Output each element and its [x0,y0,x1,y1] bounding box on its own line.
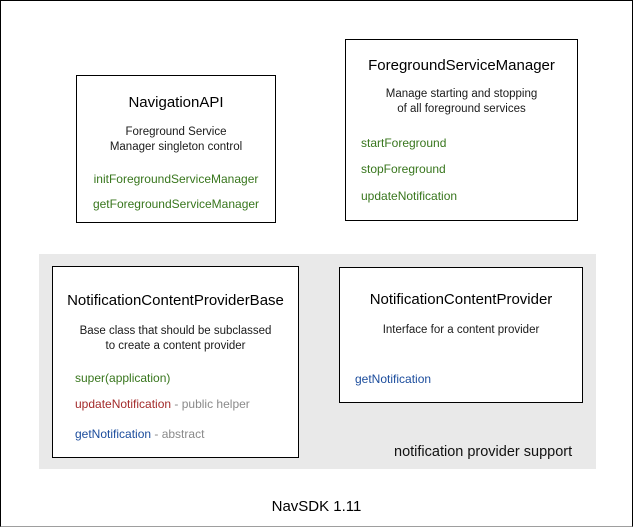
panel-label: notification provider support [394,444,573,460]
method-super-application: super(application) [75,371,170,385]
method-super-application-text: super(application) [75,371,171,385]
navigation-api-description-line1: Foreground Service [125,126,227,138]
navigation-api-title: NavigationAPI [128,94,224,111]
method-get-notification-abstract-text: getNotification [75,427,152,441]
method-get-notification-abstract: getNotification - abstract [75,427,204,441]
notification-content-provider-base-title: NotificationContentProviderBase [67,292,284,309]
method-get-foreground-service-manager: getForegroundServiceManager [92,197,260,211]
foreground-service-manager-description-line2: of all foreground services [397,103,526,115]
method-get-notification-abstract-annotation: - abstract [151,427,205,441]
sdk-version-label: NavSDK 1.11 [271,498,362,515]
foreground-service-manager-title: ForegroundServiceManager [368,57,555,74]
method-update-notification-helper-annotation: - public helper [171,397,250,411]
class-box-notification-content-provider-base: NotificationContentProviderBase Base cla… [52,266,299,458]
method-stop-foreground: stopForeground [361,162,446,176]
method-update-notification-helper: updateNotification - public helper [75,397,250,411]
foreground-service-manager-description-line1: Manage starting and stopping [385,88,538,100]
method-start-foreground: startForeground [361,136,447,150]
method-init-foreground-service-manager: initForegroundServiceManager [93,172,259,186]
notification-content-provider-title: NotificationContentProvider [369,291,553,308]
notification-content-provider-description-line1: Interface for a content provider [382,324,540,336]
method-update-notification: updateNotification [361,189,458,203]
class-box-notification-content-provider: NotificationContentProvider Interface fo… [339,267,583,403]
class-box-navigation-api: NavigationAPI Foreground Service Manager… [76,75,276,223]
class-box-foreground-service-manager: ForegroundServiceManager Manage starting… [345,39,578,221]
notification-content-provider-base-description-line2: to create a content provider [105,340,246,352]
method-update-notification-helper-text: updateNotification [75,397,172,411]
notification-content-provider-base-description-line1: Base class that should be subclassed [79,325,272,337]
navigation-api-description-line2: Manager singleton control [109,141,243,153]
method-get-notification: getNotification [355,372,432,386]
